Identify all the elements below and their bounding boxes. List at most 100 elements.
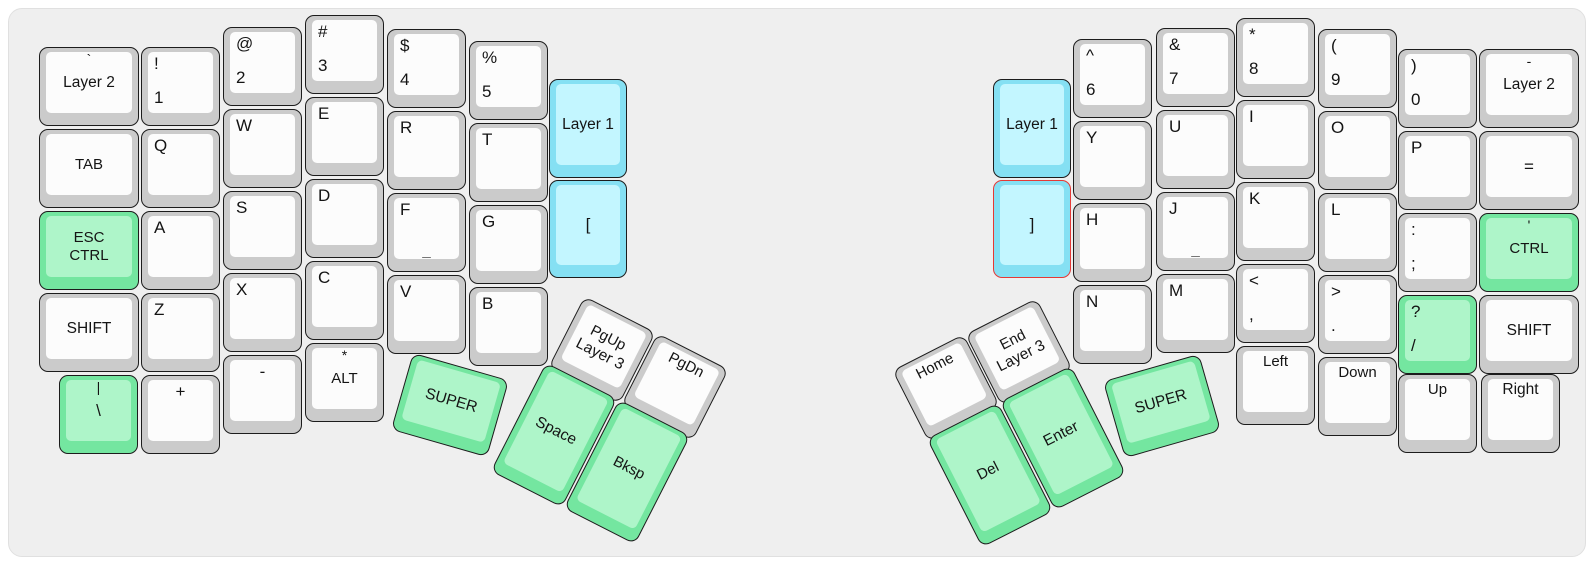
key-legend: R	[400, 118, 413, 137]
key-legend: )	[1411, 56, 1417, 75]
key-x[interactable]: X	[223, 273, 302, 352]
key-legend: '	[1527, 217, 1531, 233]
key-lt-comma[interactable]: <,	[1236, 264, 1315, 343]
keycap-top: #3	[312, 20, 377, 81]
key-legend: Space	[532, 413, 580, 449]
key-o[interactable]: O	[1318, 111, 1397, 190]
key-f[interactable]: F_	[387, 193, 466, 272]
key-question-slash[interactable]: ?/	[1398, 295, 1477, 374]
key-hash-3[interactable]: #3	[305, 15, 384, 94]
key-legend: SUPER	[423, 385, 480, 417]
key-legend: Right	[1502, 381, 1539, 398]
key-minus-left[interactable]: -	[223, 355, 302, 434]
key-rparen-0[interactable]: )0	[1398, 49, 1477, 128]
key-g[interactable]: G	[469, 205, 548, 284]
key-amp-7[interactable]: &7	[1156, 28, 1235, 107]
key-s[interactable]: S	[223, 191, 302, 270]
key-k[interactable]: K	[1236, 182, 1315, 261]
key-lparen-9[interactable]: (9	[1318, 29, 1397, 108]
keycap-top: K	[1243, 187, 1308, 248]
key-shift-right[interactable]: SHIFT	[1479, 295, 1579, 374]
key-gt-period[interactable]: >.	[1318, 275, 1397, 354]
key-tab[interactable]: TAB	[39, 129, 139, 208]
key-legend: :	[1411, 220, 1416, 239]
key-legend: K	[1249, 189, 1261, 208]
keycap-top: Right	[1488, 379, 1553, 440]
key-legend: 2	[236, 67, 246, 87]
key-c[interactable]: C	[305, 261, 384, 340]
keycap-top: F_	[394, 198, 459, 259]
key-legend: CTRL	[69, 247, 109, 264]
key-i[interactable]: I	[1236, 100, 1315, 179]
key-arrow-right[interactable]: Right	[1481, 374, 1560, 453]
key-plus[interactable]: +	[141, 375, 220, 454]
key-layer2-left[interactable]: `Layer 2	[39, 47, 139, 126]
keycap-top: <,	[1243, 269, 1308, 330]
key-pipe-backslash[interactable]: |\	[59, 375, 138, 454]
key-super-right[interactable]: SUPER	[1102, 353, 1222, 459]
key-r[interactable]: R	[387, 111, 466, 190]
key-at-2[interactable]: @2	[223, 27, 302, 106]
key-legend: S	[236, 198, 248, 217]
key-percent-5[interactable]: %5	[469, 41, 548, 120]
key-star-8[interactable]: *8	[1236, 18, 1315, 97]
keycap-top: S	[230, 196, 295, 257]
key-d[interactable]: D	[305, 179, 384, 258]
key-legend: CTRL	[1509, 239, 1549, 257]
key-y[interactable]: Y	[1073, 121, 1152, 200]
key-e[interactable]: E	[305, 97, 384, 176]
key-legend: 7	[1169, 68, 1179, 88]
key-legend: %	[482, 48, 498, 67]
key-quote-ctrl[interactable]: ' CTRL	[1479, 213, 1579, 292]
key-lbracket[interactable]: [	[549, 180, 627, 278]
key-legend: (	[1331, 36, 1337, 55]
key-layer1-right[interactable]: Layer 1	[993, 79, 1071, 178]
key-w[interactable]: W	[223, 109, 302, 188]
key-arrow-up[interactable]: Up	[1398, 374, 1477, 453]
key-legend: Bksp	[610, 453, 648, 484]
key-equals[interactable]: =	[1479, 131, 1579, 210]
key-layer1-left[interactable]: Layer 1	[549, 79, 627, 178]
keycap-top: -Layer 2	[1486, 53, 1572, 115]
key-b[interactable]: B	[469, 287, 548, 366]
key-legend: ESC	[73, 228, 105, 246]
key-star-alt[interactable]: *ALT	[305, 343, 384, 422]
keycap-top: R	[394, 116, 459, 177]
key-legend: \	[96, 400, 101, 420]
key-arrow-left[interactable]: Left	[1236, 346, 1315, 425]
key-legend: &	[1169, 35, 1181, 54]
key-v[interactable]: V	[387, 275, 466, 354]
keycap-top: `Layer 2	[46, 51, 132, 113]
key-arrow-down[interactable]: Down	[1318, 357, 1397, 436]
key-j[interactable]: J_	[1156, 192, 1235, 271]
keycap-top: ]	[1000, 185, 1064, 265]
key-t[interactable]: T	[469, 123, 548, 202]
key-legend: !	[154, 54, 159, 73]
key-n[interactable]: N	[1073, 285, 1152, 364]
key-legend: |	[96, 379, 101, 395]
key-z[interactable]: Z	[141, 293, 220, 372]
key-p[interactable]: P	[1398, 131, 1477, 210]
keycap-top: U	[1163, 115, 1228, 176]
keycap-top: I	[1243, 105, 1308, 166]
key-caret-6[interactable]: ^6	[1073, 39, 1152, 118]
key-h[interactable]: H	[1073, 203, 1152, 282]
key-u[interactable]: U	[1156, 110, 1235, 189]
key-shift-left[interactable]: SHIFT	[39, 293, 139, 372]
key-l[interactable]: L	[1318, 193, 1397, 272]
key-colon-semicolon[interactable]: :;	[1398, 213, 1477, 292]
key-a[interactable]: A	[141, 211, 220, 290]
key-legend: U	[1169, 117, 1182, 136]
key-legend: 6	[1086, 79, 1096, 99]
key-super-left[interactable]: SUPER	[390, 352, 510, 458]
key-legend: #	[318, 22, 328, 41]
key-q[interactable]: Q	[141, 129, 220, 208]
key-exclam-1[interactable]: !1	[141, 47, 220, 126]
key-m[interactable]: M	[1156, 274, 1235, 353]
key-rbracket[interactable]: ]	[993, 180, 1071, 278]
key-legend: Up	[1427, 381, 1448, 398]
key-minus-layer2[interactable]: -Layer 2	[1479, 49, 1579, 128]
key-dollar-4[interactable]: $4	[387, 29, 466, 108]
